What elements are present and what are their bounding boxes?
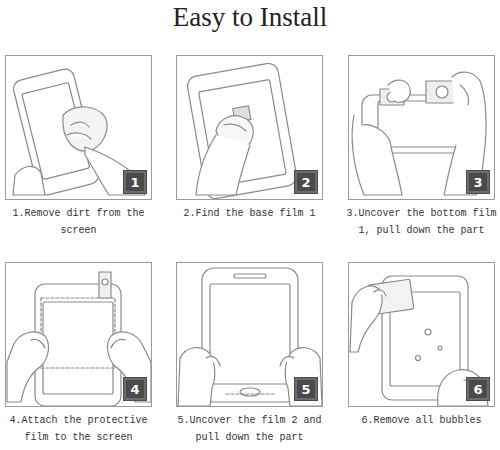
step-number: 4 (130, 382, 139, 397)
step-caption: 3.Uncover the bottom film 1, pull down t… (345, 205, 498, 239)
step-caption: 4.Attach the protective film to the scre… (2, 412, 155, 446)
remove-bubbles-illustration (350, 276, 488, 406)
step-panel: 1.Remove dirt from the screen1 (5, 55, 152, 200)
step-caption: 5.Uncover the film 2 and pull down the p… (173, 412, 326, 446)
step-panel: 3.Uncover the bottom film 1, pull down t… (348, 55, 495, 200)
attach-film-illustration (7, 272, 151, 406)
step-caption: 6.Remove all bubbles (345, 412, 498, 429)
step-number: 3 (473, 175, 482, 190)
peel-corner-illustration (186, 62, 298, 200)
step-caption: 2.Find the base film 1 (173, 205, 326, 222)
callout-number: 2 (295, 171, 317, 193)
callout-number: 5 (295, 378, 317, 400)
page-title: Easy to Install (0, 2, 500, 33)
step-panel: 5.Uncover the film 2 and pull down the p… (176, 262, 323, 407)
callout-number: 4 (124, 378, 146, 400)
uncover-film-illustration (352, 72, 486, 195)
callout-number: 6 (467, 378, 489, 400)
step-number: 6 (473, 382, 482, 397)
step-panel: 6.Remove all bubbles6 (348, 262, 495, 407)
step-number: 5 (301, 382, 310, 397)
step-caption: 1.Remove dirt from the screen (2, 205, 155, 239)
step-panel: 2.Find the base film 12 (176, 55, 323, 200)
callout-number: 3 (467, 171, 489, 193)
remove-film-two-illustration (178, 268, 322, 406)
step-panel: 4.Attach the protective film to the scre… (5, 262, 152, 407)
callout-number: 1 (124, 171, 146, 193)
step-number: 1 (130, 175, 139, 190)
step-number: 2 (301, 175, 310, 190)
